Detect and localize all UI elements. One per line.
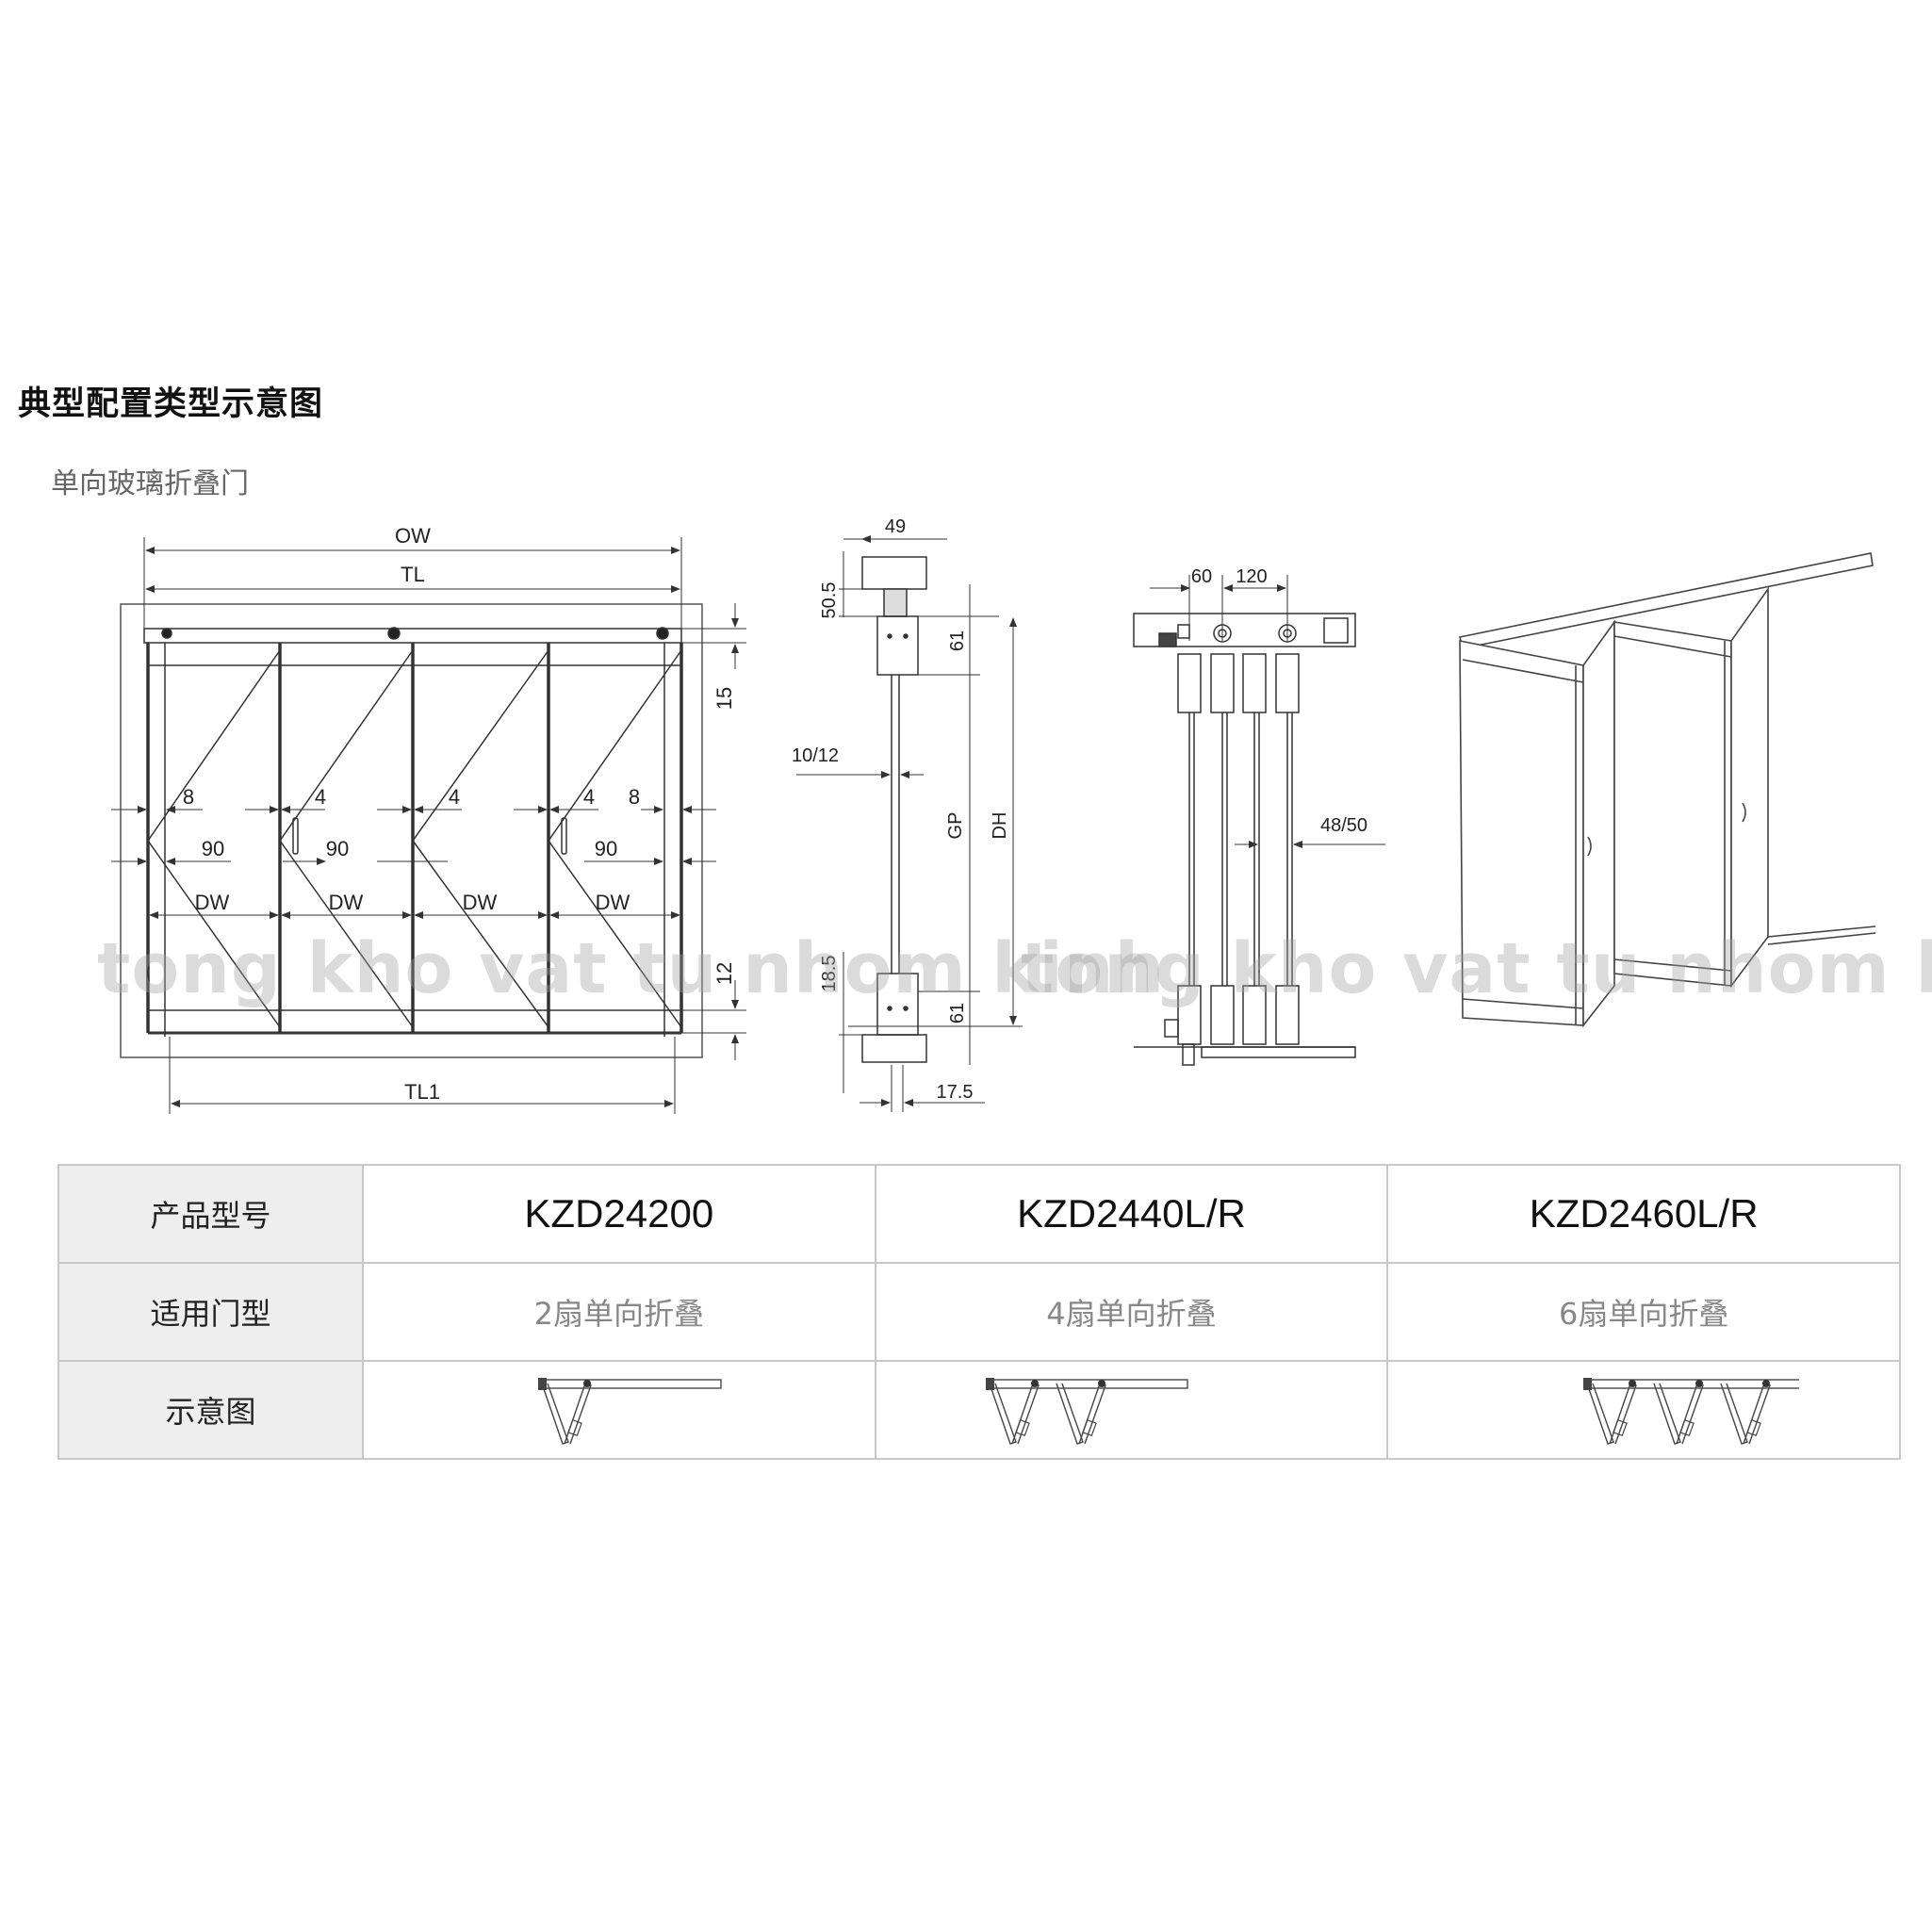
model-cell: KZD2440L/R (874, 1164, 1389, 1264)
front-elevation-drawing (111, 537, 746, 1114)
model-cell: KZD24200 (362, 1164, 876, 1264)
fold-pivot (1098, 1380, 1106, 1387)
product-spec-table: 产品型号 KZD24200 KZD2440L/R KZD2460L/R 适用门型… (57, 1164, 1901, 1460)
dim-gap-label: 8 (629, 785, 640, 809)
door-type-cell: 6扇单向折叠 (1386, 1262, 1901, 1362)
dim-gap-label: 4 (583, 785, 595, 809)
fold-rail (989, 1379, 1189, 1389)
fold-handle (1082, 1418, 1098, 1437)
dim-tl-label: TL (401, 563, 425, 586)
schematic-cell (1386, 1360, 1901, 1460)
dim-dh-label: DH (990, 812, 1010, 840)
fold-4-panel-icon (986, 1378, 1189, 1445)
dim-18-5-label: 18.5 (819, 956, 840, 992)
dim-12-label: 12 (712, 962, 736, 985)
track-labels: 60 120 48/50 (1191, 566, 1367, 836)
table-row: 适用门型 2扇单向折叠 4扇单向折叠 6扇单向折叠 (57, 1262, 1901, 1362)
dim-offset-label: 90 (326, 837, 349, 860)
dim-50-5-label: 50.5 (819, 582, 840, 619)
fold-6-panel-icon (1583, 1378, 1800, 1445)
fold-pivot (1762, 1380, 1771, 1387)
fold-handle (1746, 1418, 1762, 1437)
page-title: 典型配置类型示意图 (18, 385, 324, 423)
dim-49-label: 49 (885, 516, 906, 537)
table-row: 示意图 (57, 1360, 1901, 1460)
dim-dw-label: DW (329, 891, 364, 914)
dim-gap-label: 4 (315, 785, 326, 809)
front-elevation-labels: OW TL TL1 15 12 8 4 4 4 8 90 90 90 DW DW… (183, 524, 736, 1104)
fold-2-panel-icon (537, 1378, 722, 1445)
dim-dw-label: DW (195, 891, 230, 914)
section-labels: 49 50.5 61 10/12 GP DH 18.5 61 17.5 (792, 516, 1010, 1103)
fold-handle (1679, 1418, 1695, 1437)
watermark-text: tong kho vat tu nhom kinh (1021, 928, 1932, 1009)
section-subtitle: 单向玻璃折叠门 (51, 467, 249, 500)
dim-60-label: 60 (1191, 566, 1212, 587)
fold-handle (566, 1418, 582, 1437)
dim-61-bottom-label: 61 (947, 1003, 968, 1023)
dim-17-5-label: 17.5 (937, 1082, 974, 1103)
fold-pivot (1695, 1380, 1704, 1387)
track-carrier-drawing (1133, 575, 1385, 1066)
fold-pivot (582, 1380, 591, 1387)
fold-panel (541, 1383, 569, 1445)
dim-offset-label: 90 (595, 837, 617, 860)
fold-pivot (1031, 1380, 1040, 1387)
row-label-model: 产品型号 (57, 1164, 364, 1264)
dim-gap-label: 4 (449, 785, 460, 809)
fold-handle (1613, 1418, 1629, 1437)
folding-door-3d-view (1459, 552, 1876, 1028)
fold-panel (1720, 1383, 1749, 1445)
dim-15-label: 15 (712, 687, 736, 710)
door-type-cell: 4扇单向折叠 (874, 1262, 1389, 1362)
dim-offset-label: 90 (202, 837, 224, 860)
schematic-cell (874, 1360, 1389, 1460)
fold-handle (1015, 1418, 1031, 1437)
dim-48-50-label: 48/50 (1320, 815, 1367, 836)
dim-10-12-label: 10/12 (792, 745, 839, 766)
row-label-schematic: 示意图 (57, 1360, 364, 1460)
fold-panel (1586, 1383, 1615, 1445)
dim-ow-label: OW (395, 524, 431, 548)
fold-panel (1056, 1383, 1085, 1445)
dim-gp-label: GP (945, 812, 966, 840)
door-type-cell: 2扇单向折叠 (362, 1262, 876, 1362)
dim-dw-label: DW (596, 891, 630, 914)
dim-tl1-label: TL1 (404, 1080, 440, 1104)
fold-panel (989, 1383, 1018, 1445)
watermark-text: tong kho vat tu nhom kinh (97, 928, 1166, 1009)
dim-120-label: 120 (1236, 566, 1267, 587)
schematic-cell (362, 1360, 876, 1460)
model-cell: KZD2460L/R (1386, 1164, 1901, 1264)
table-row: 产品型号 KZD24200 KZD2440L/R KZD2460L/R (57, 1164, 1901, 1264)
row-label-door-type: 适用门型 (57, 1262, 364, 1362)
fold-rail (541, 1379, 722, 1389)
fold-pivot (1629, 1380, 1637, 1387)
section-drawing (796, 535, 1023, 1112)
dim-dw-label: DW (463, 891, 498, 914)
fold-panel (1653, 1383, 1682, 1445)
dim-gap-label: 8 (183, 785, 194, 809)
dim-61-top-label: 61 (947, 630, 968, 651)
